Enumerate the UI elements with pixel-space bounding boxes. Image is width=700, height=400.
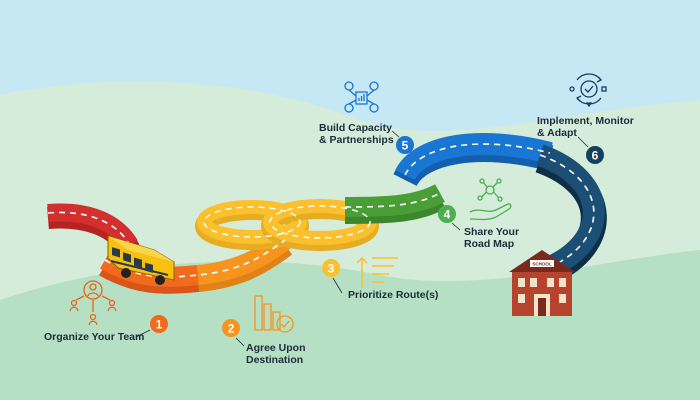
step-2: 2 Agree Upon Destination (222, 295, 306, 366)
step-5-label-line1: Build Capacity (319, 122, 392, 134)
prioritize-icon (356, 256, 398, 288)
step-2-number: 2 (228, 322, 235, 336)
step-4: 4 Share Your Road Map (438, 178, 519, 250)
step-4-label-line2: Road Map (464, 238, 514, 250)
road (47, 133, 607, 294)
step-5-number: 5 (402, 139, 409, 153)
step-3: 3 Prioritize Route(s) (322, 256, 438, 301)
step-6: 6 Implement, Monitor & Adapt (537, 73, 634, 164)
step-4-number: 4 (444, 208, 451, 222)
step-6-label-line2: & Adapt (537, 127, 577, 139)
step-1: 1 Organize Your Team (44, 280, 168, 343)
step-6-badge (586, 146, 604, 164)
step-4-label-line1: Share Your (464, 226, 519, 238)
step-5: 5 Build Capacity & Partnerships (319, 81, 414, 154)
destination-icon (254, 295, 294, 333)
step-2-badge (222, 319, 240, 337)
monitor-icon (569, 73, 607, 108)
step-5-label-line2: & Partnerships (319, 134, 394, 146)
school-bus-icon (107, 235, 175, 285)
step-6-number: 6 (592, 149, 599, 163)
step-2-label-line1: Agree Upon (246, 342, 306, 354)
share-map-icon (469, 178, 512, 221)
step-6-label-line1: Implement, Monitor (537, 115, 634, 127)
school-building-icon: SCHOOL (509, 250, 575, 316)
step-1-badge (150, 315, 168, 333)
step-5-badge (396, 136, 414, 154)
step-2-label-line2: Destination (246, 354, 303, 366)
road-center-line (47, 143, 595, 278)
team-icon (69, 280, 117, 326)
step-3-label: Prioritize Route(s) (348, 289, 438, 301)
step-3-number: 3 (328, 262, 335, 276)
step-3-badge (322, 259, 340, 277)
step-4-badge (438, 205, 456, 223)
capacity-icon (344, 81, 379, 113)
step-1-label: Organize Your Team (44, 331, 144, 343)
step-1-number: 1 (156, 318, 163, 332)
school-sign: SCHOOL (532, 262, 552, 267)
